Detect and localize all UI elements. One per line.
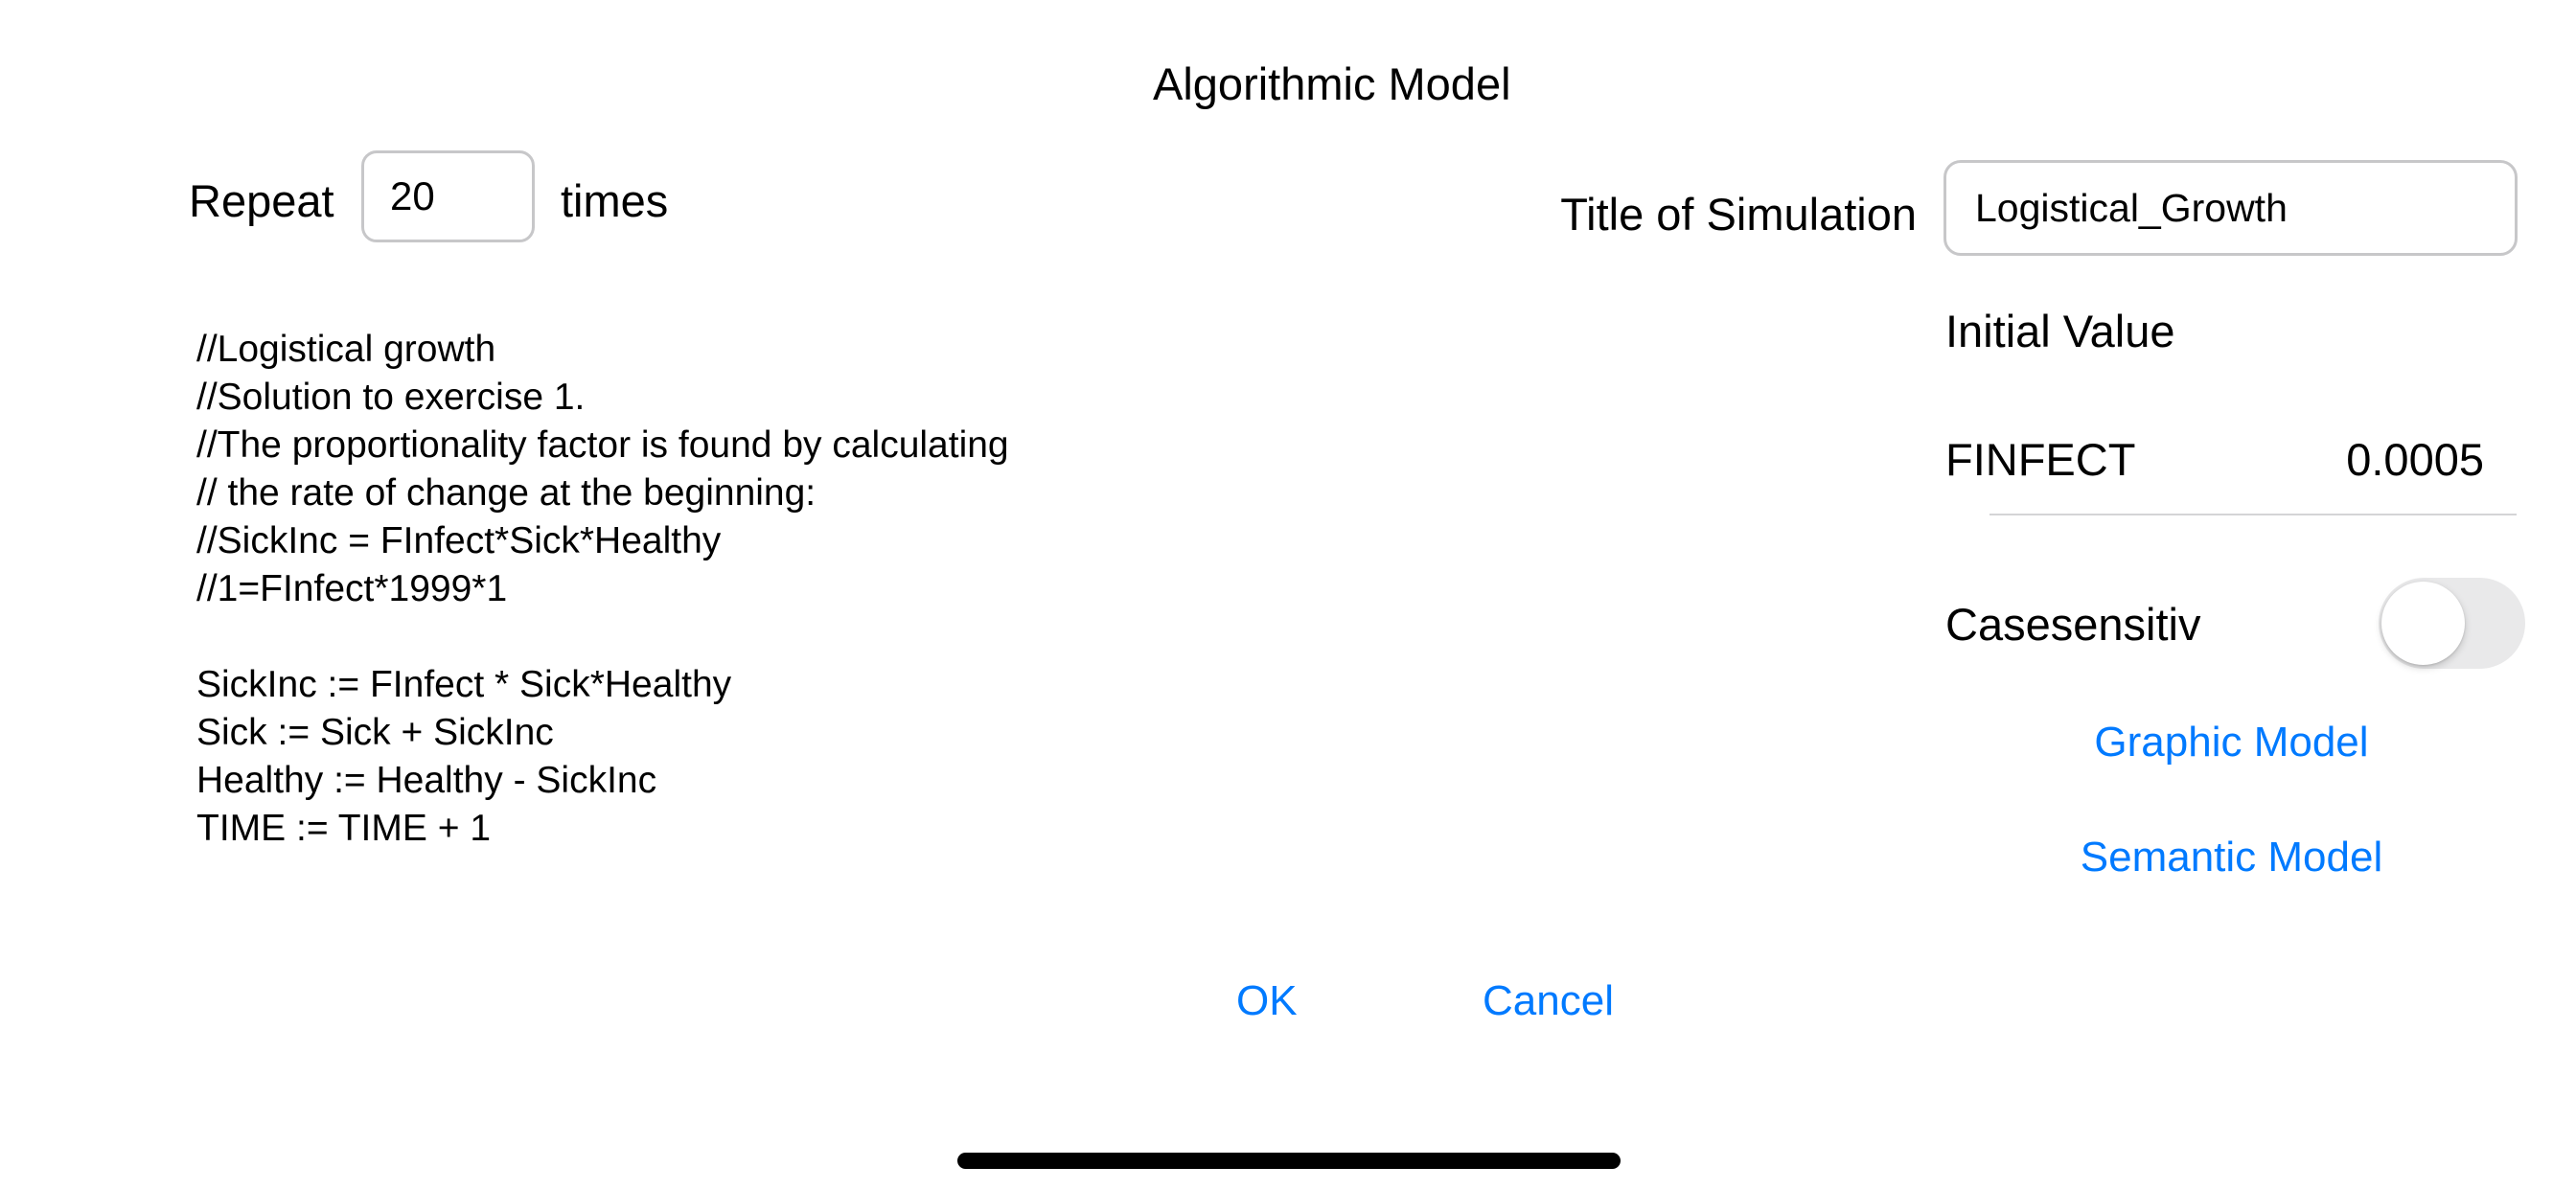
page-title: Algorithmic Model — [1153, 58, 1511, 109]
variable-row: FINFECT 0.0005 — [1945, 433, 2484, 486]
simulation-title-input[interactable] — [1944, 160, 2518, 256]
graphic-model-link[interactable]: Graphic Model — [2094, 719, 2369, 766]
semantic-model-link-row: Semantic Model — [1945, 834, 2518, 881]
simulation-title-label: Title of Simulation — [1560, 189, 1917, 240]
ok-button[interactable]: OK — [1236, 977, 1298, 1024]
repeat-count-input[interactable] — [361, 150, 535, 242]
case-sensitive-label: Casesensitiv — [1945, 599, 2201, 650]
initial-value-heading: Initial Value — [1945, 306, 2175, 356]
cancel-button[interactable]: Cancel — [1483, 977, 1614, 1024]
repeat-label: Repeat — [189, 175, 334, 226]
code-editor[interactable]: //Logistical growth //Solution to exerci… — [196, 329, 1009, 849]
variable-value-field[interactable]: 0.0005 — [2346, 434, 2484, 485]
times-label: times — [561, 175, 669, 226]
case-sensitive-toggle[interactable] — [2379, 578, 2525, 669]
graphic-model-link-row: Graphic Model — [1945, 719, 2518, 767]
semantic-model-link[interactable]: Semantic Model — [2080, 834, 2383, 881]
row-divider — [1990, 514, 2517, 515]
toggle-knob-icon — [2381, 582, 2465, 665]
variable-name: FINFECT — [1945, 434, 2136, 485]
home-indicator-bar[interactable] — [957, 1153, 1621, 1169]
